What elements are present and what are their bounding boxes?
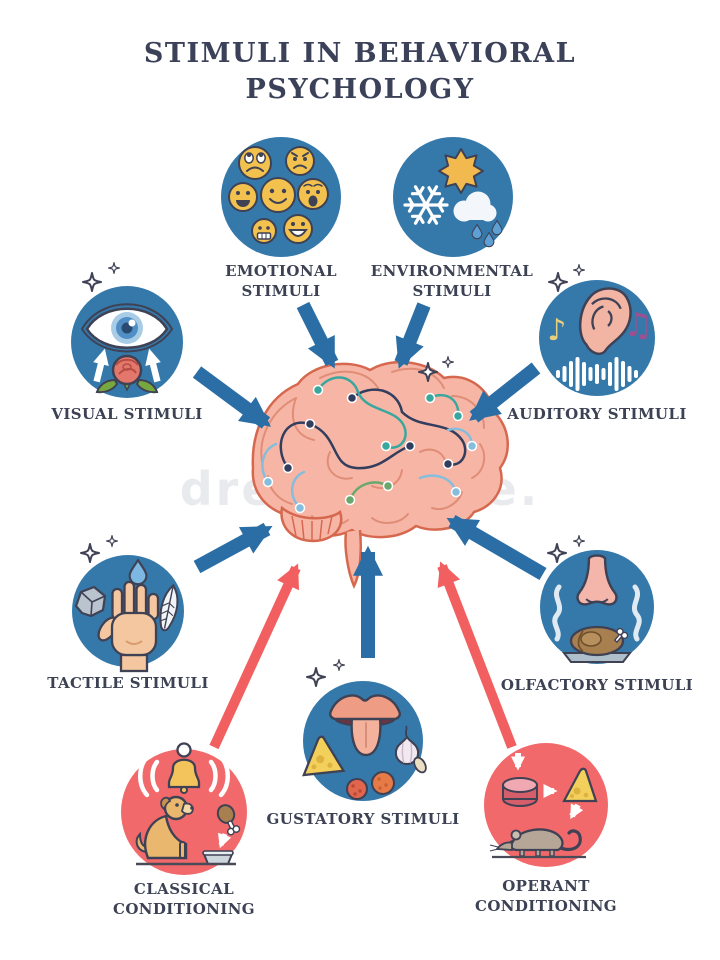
cerebellum-striations (291, 515, 333, 541)
tactile-stimuli-node (72, 534, 184, 673)
olfactory-stimuli-node (540, 534, 654, 664)
bell-ring-icon (176, 742, 192, 758)
gustatory-stimuli-node (302, 658, 427, 801)
emoji-faces-icon (228, 146, 329, 244)
page-title-line1: STIMULI IN BEHAVIORAL (143, 38, 577, 69)
dog-icon (135, 795, 194, 860)
berries-icon (345, 770, 396, 801)
neural-pathways (261, 376, 478, 514)
operant-conditioning-node (484, 743, 608, 867)
label-tactile-stimuli: TACTILE STIMULI (47, 674, 209, 692)
sparkle-icon (548, 272, 568, 292)
sparkle-icon (82, 272, 102, 292)
label-olfactory-stimuli: OLFACTORY STIMULI (500, 676, 694, 694)
arrow-olfactory-to-brain (446, 514, 547, 581)
garlic-icon (394, 725, 427, 774)
cheese-icon (302, 735, 346, 777)
arrow-emotional-to-brain (296, 301, 339, 369)
sparkle-icon (107, 262, 121, 274)
sun-icon (438, 148, 484, 194)
arrow-auditory-to-brain (469, 362, 541, 423)
sparkle-icon (333, 658, 345, 672)
up-arrow-icon (93, 348, 109, 383)
lever-button-icon (502, 777, 538, 807)
sparkle-icon (547, 543, 567, 563)
smell-wave-icon (631, 584, 642, 642)
page-title: STIMULI IN BEHAVIORAL PSYCHOLOGY (0, 36, 720, 109)
dog-bowl-icon (202, 850, 234, 865)
bell-icon (167, 758, 201, 794)
eye-icon (80, 303, 174, 353)
ear-icon (579, 287, 632, 356)
rose-icon (95, 354, 159, 394)
soundwave-bars-icon (556, 357, 638, 391)
hand-icon (97, 580, 160, 673)
label-gustatory-stimuli: GUSTATORY STIMULI (266, 810, 460, 828)
arrow-classical-to-brain (209, 563, 301, 750)
emotional-stimuli-node (221, 137, 341, 257)
rain-cloud-icon (453, 191, 497, 222)
sparkle-icon (572, 534, 586, 548)
stimulus-arrows (192, 301, 547, 750)
drumstick-icon (216, 804, 241, 836)
sparkle-icon (442, 356, 454, 368)
sparkle-icon (105, 534, 119, 548)
environmental-circle (393, 137, 513, 257)
visual-stimuli-node (71, 262, 183, 398)
up-arrow-icon (145, 348, 161, 383)
arrow-operant-to-brain (437, 561, 517, 749)
stone-icon (74, 585, 107, 618)
sparkle-icon (80, 543, 100, 563)
mouth-tongue-icon (329, 694, 401, 757)
arrow-tactile-to-brain (193, 522, 273, 574)
brain-icon (251, 356, 509, 589)
sparkle-icon (306, 667, 326, 687)
music-note-icon: ♪ (547, 313, 566, 348)
arrow-visual-to-brain (192, 366, 272, 429)
feather-icon (159, 583, 179, 632)
classical-conditioning-node (121, 742, 247, 875)
down-left-arrow-icon (569, 803, 584, 820)
cheese-icon (562, 767, 598, 803)
sound-waves-icon (138, 754, 230, 798)
music-note-icon: ♫ (623, 305, 653, 344)
label-visual-stimuli: VISUAL STIMULI (51, 405, 203, 423)
brain-stem (344, 529, 362, 589)
label-auditory-stimuli: AUDITORY STIMULI (507, 405, 687, 423)
roast-food-icon (561, 625, 633, 663)
snowflake-icon (403, 185, 449, 225)
page-title-line2: PSYCHOLOGY (245, 74, 475, 106)
auditory-stimuli-node: ♪ ♫ (539, 264, 655, 396)
rat-icon (489, 828, 586, 859)
sparkle-icon (572, 264, 586, 276)
environmental-stimuli-node (393, 137, 513, 257)
smell-wave-icon (552, 584, 563, 642)
nose-icon (576, 554, 618, 606)
arrow-environmental-to-brain (394, 302, 431, 369)
down-arrow-icon (218, 832, 232, 849)
